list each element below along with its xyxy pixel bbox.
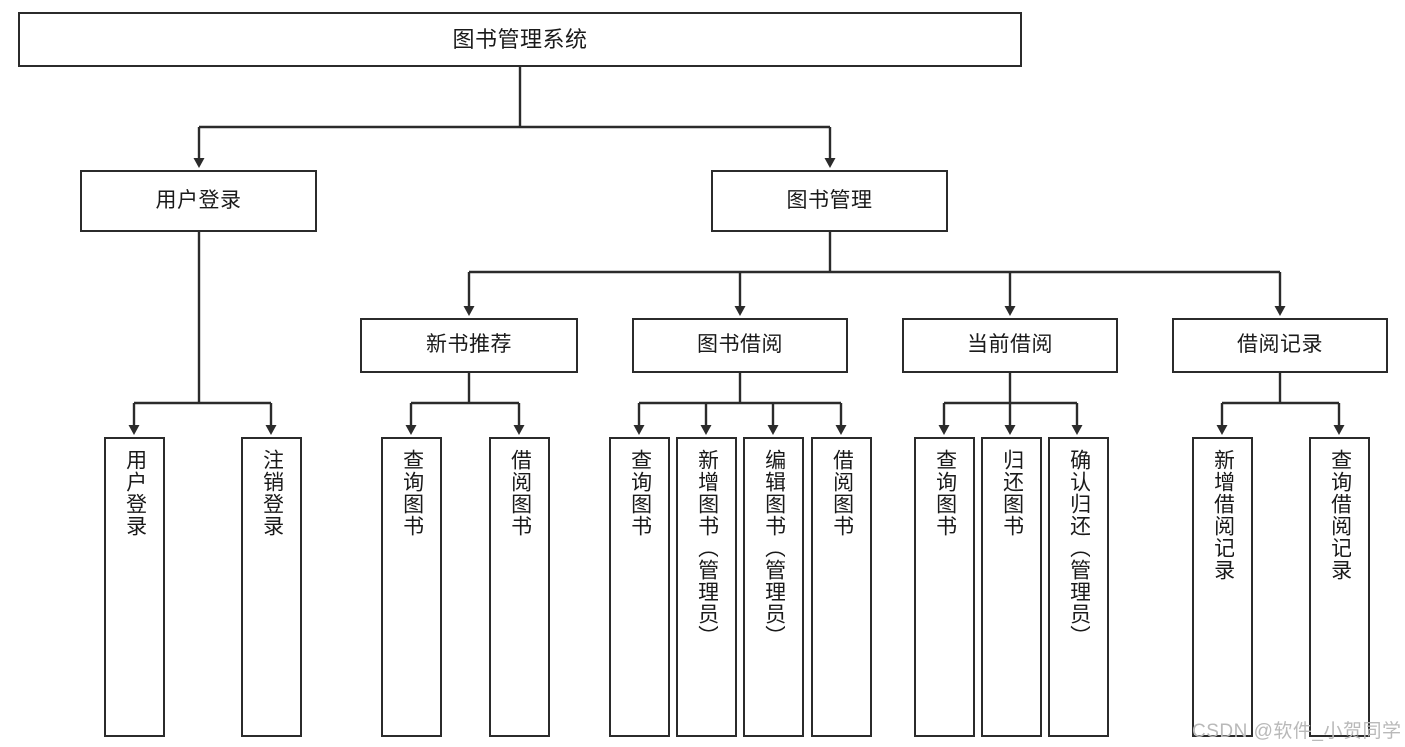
node-label: 查询借阅记录 [1328,449,1351,581]
node-new-book-recommend[interactable]: 新书推荐 [360,318,578,373]
leaf-new-book-query[interactable]: 查询图书 [381,437,442,737]
node-label: 新书推荐 [426,333,512,357]
node-label: 编辑图书（管理员） [762,449,785,647]
leaf-user-login-signout[interactable]: 注销登录 [241,437,302,737]
node-label: 借阅记录 [1237,333,1323,357]
node-label: 查询图书 [400,449,423,537]
node-label: 用户登录 [155,188,242,212]
node-label: 新增借阅记录 [1211,449,1234,581]
leaf-current-borrow-return[interactable]: 归还图书 [981,437,1042,737]
leaf-borrow-record-add[interactable]: 新增借阅记录 [1192,437,1253,737]
node-borrow-record[interactable]: 借阅记录 [1172,318,1388,373]
node-label: 当前借阅 [967,333,1053,357]
node-label: 借阅图书 [508,449,531,537]
leaf-book-borrow-query[interactable]: 查询图书 [609,437,670,737]
leaf-borrow-record-query[interactable]: 查询借阅记录 [1309,437,1370,737]
leaf-book-borrow-add[interactable]: 新增图书（管理员） [676,437,737,737]
node-label: 借阅图书 [830,449,853,537]
leaf-user-login-signin[interactable]: 用户登录 [104,437,165,737]
leaf-book-borrow-borrow[interactable]: 借阅图书 [811,437,872,737]
leaf-current-borrow-query[interactable]: 查询图书 [914,437,975,737]
node-label: 用户登录 [123,449,146,537]
leaf-current-borrow-confirm-return[interactable]: 确认归还（管理员） [1048,437,1109,737]
leaf-new-book-borrow[interactable]: 借阅图书 [489,437,550,737]
node-label: 新增图书（管理员） [695,449,718,647]
node-label: 查询图书 [933,449,956,537]
node-root-system[interactable]: 图书管理系统 [18,12,1022,67]
node-book-borrow[interactable]: 图书借阅 [632,318,848,373]
node-label: 图书借阅 [697,333,783,357]
node-current-borrow[interactable]: 当前借阅 [902,318,1118,373]
node-book-management[interactable]: 图书管理 [711,170,948,232]
node-user-login[interactable]: 用户登录 [80,170,317,232]
node-label: 注销登录 [260,449,283,537]
node-label: 归还图书 [1000,449,1023,537]
node-label: 确认归还（管理员） [1067,449,1090,647]
node-label: 图书管理系统 [452,26,588,52]
leaf-book-borrow-edit[interactable]: 编辑图书（管理员） [743,437,804,737]
csdn-watermark: CSDN @软件_小贺同学 [1192,721,1402,742]
node-label: 查询图书 [628,449,651,537]
node-label: 图书管理 [786,188,873,212]
